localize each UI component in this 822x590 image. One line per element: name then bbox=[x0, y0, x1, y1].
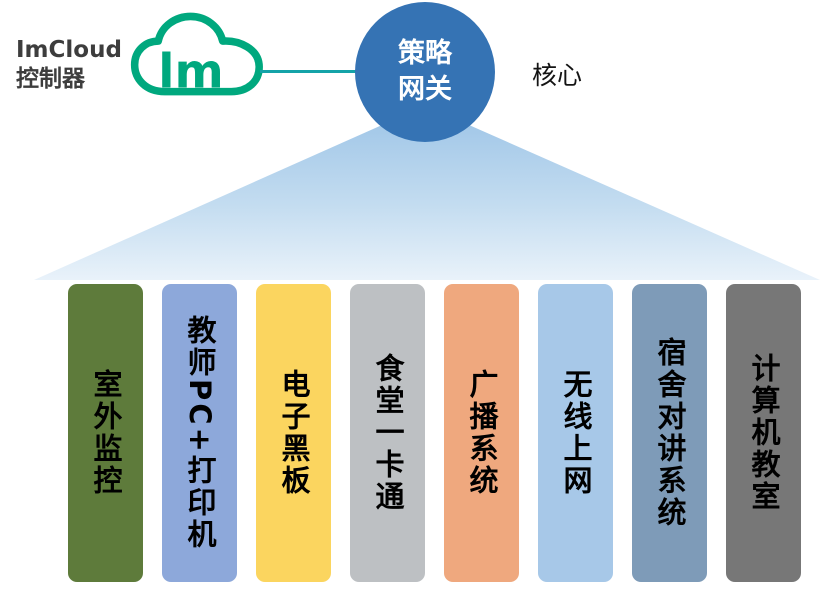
policy-gateway-node: 策略 网关 bbox=[355, 2, 495, 142]
pillar-row: 室外监控 教师PC+打印机 电子黑板 食堂一卡通 广播系统 无线上网 宿舍对讲系… bbox=[68, 284, 801, 582]
pillar-broadcast-system: 广播系统 bbox=[444, 284, 519, 582]
pillar-label: 无线上网 bbox=[559, 369, 593, 497]
controller-label: ImCloud 控制器 bbox=[16, 36, 122, 94]
pillar-outdoor-monitoring: 室外监控 bbox=[68, 284, 143, 582]
cloud-icon: lm bbox=[130, 12, 263, 99]
pillar-label: 计算机教室 bbox=[747, 353, 781, 513]
controller-label-line1: ImCloud bbox=[16, 37, 122, 63]
pillar-label: 室外监控 bbox=[89, 369, 123, 497]
core-label: 核心 bbox=[532, 61, 583, 90]
pillar-wireless-internet: 无线上网 bbox=[538, 284, 613, 582]
pillar-teacher-pc-printer: 教师PC+打印机 bbox=[162, 284, 237, 582]
pillar-label: 广播系统 bbox=[465, 369, 499, 497]
pillar-label: 教师PC+打印机 bbox=[183, 315, 217, 551]
pillar-label: 宿舍对讲系统 bbox=[653, 337, 687, 529]
pillar-dorm-intercom: 宿舍对讲系统 bbox=[632, 284, 707, 582]
pillar-electronic-blackboard: 电子黑板 bbox=[256, 284, 331, 582]
pillar-label: 电子黑板 bbox=[277, 369, 311, 497]
pillar-label: 食堂一卡通 bbox=[371, 353, 405, 513]
cloud-icon-text: lm bbox=[158, 44, 223, 99]
gateway-label-line2: 网关 bbox=[398, 74, 452, 105]
connector-line bbox=[260, 70, 358, 73]
cloud-outline bbox=[130, 12, 263, 96]
pillar-computer-classroom: 计算机教室 bbox=[726, 284, 801, 582]
pillar-canteen-card: 食堂一卡通 bbox=[350, 284, 425, 582]
controller-label-line2: 控制器 bbox=[16, 65, 85, 92]
gateway-label-line1: 策略 bbox=[398, 37, 452, 69]
